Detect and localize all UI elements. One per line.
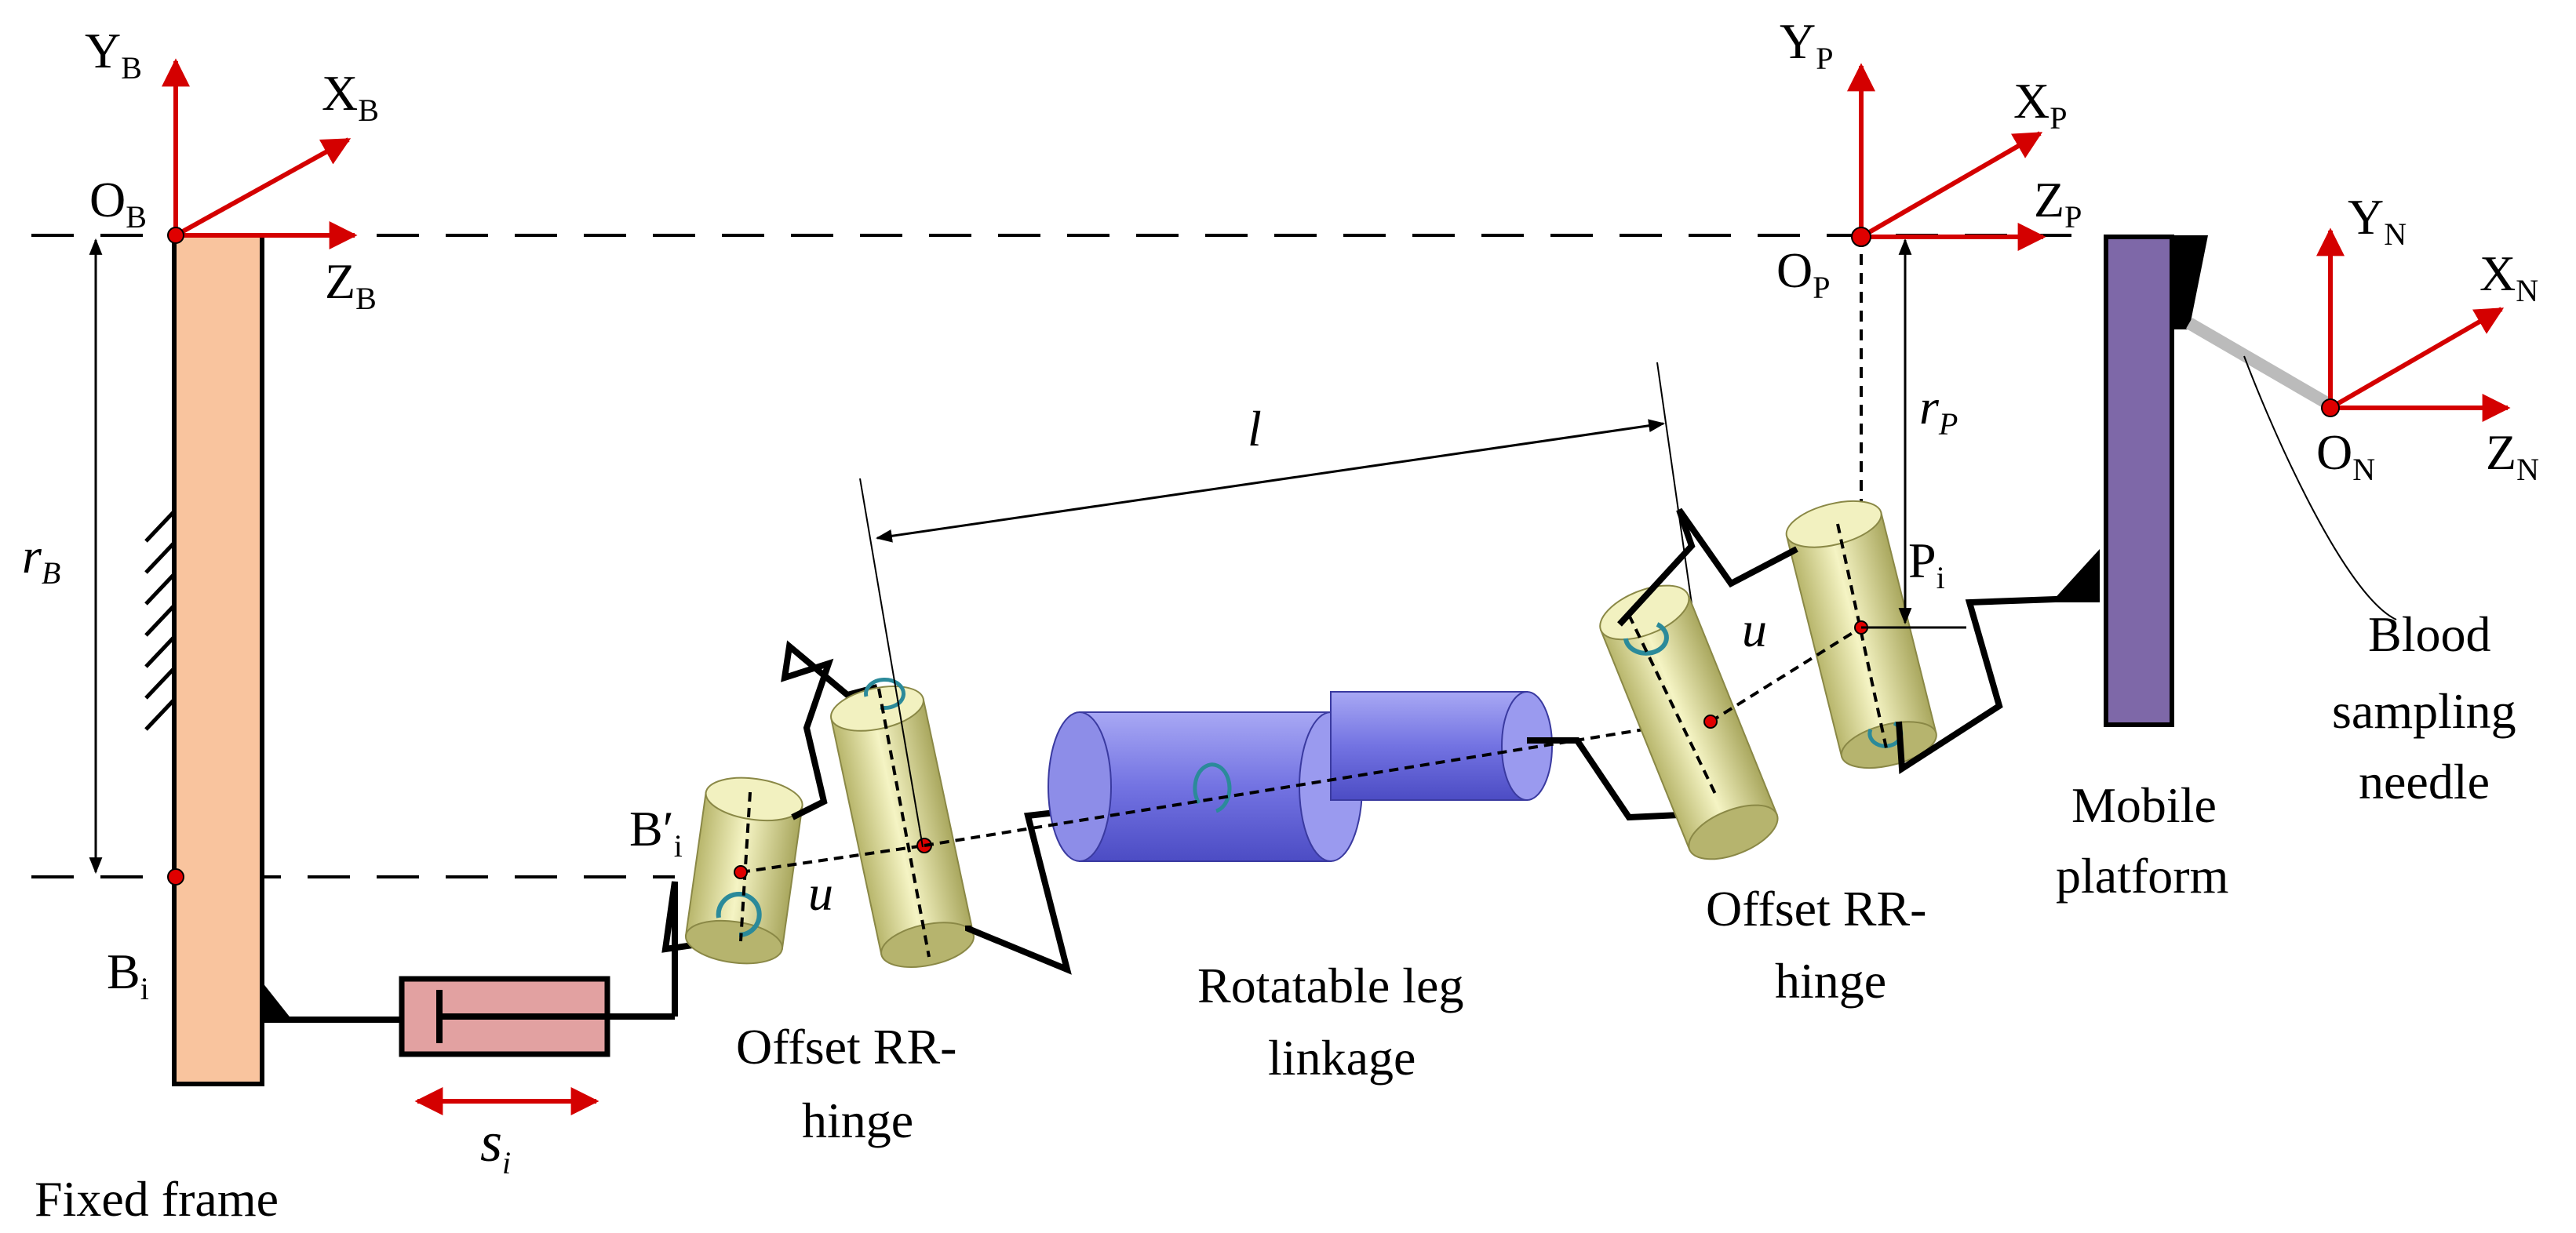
l-label: l xyxy=(1248,401,1262,456)
offset-rr-right-label-2: hinge xyxy=(1775,953,1886,1009)
rP-label: rP xyxy=(1919,379,1958,442)
rotation-arrow-icon xyxy=(1623,622,1669,656)
frame-P: YP XP OP ZP xyxy=(1776,13,2082,305)
rotation-arrow-icon xyxy=(716,892,762,937)
offset-rr-left-label-2: hinge xyxy=(802,1093,913,1148)
blood-label-2: sampling xyxy=(2332,683,2516,739)
left-hinge-point-1 xyxy=(734,865,748,879)
needle-shaft xyxy=(2185,318,2339,413)
ZN-label: ZN xyxy=(2486,424,2539,487)
blood-label-3: needle xyxy=(2359,754,2490,809)
right-hinge-point-1 xyxy=(1703,715,1718,729)
OB-label: OB xyxy=(89,172,147,235)
offset-rr-left-label-1: Offset RR- xyxy=(736,1019,956,1075)
hinge-axis-dashed xyxy=(739,791,752,942)
l-extension-left xyxy=(859,478,924,848)
mobile-platform-label-1: Mobile xyxy=(2071,777,2217,833)
Bi-point xyxy=(167,868,184,886)
hinge-link-zigzag-1 xyxy=(781,640,879,820)
YP-label: YP xyxy=(1780,13,1833,76)
XP-label: XP xyxy=(2013,73,2067,136)
u-right-label: u xyxy=(1742,602,1767,657)
needle-leader-line xyxy=(2243,355,2397,620)
rotatable-leg-large-cylinder xyxy=(1048,711,1363,862)
Bi-label: Bi xyxy=(107,944,149,1006)
rotation-arrow-icon xyxy=(1193,762,1232,813)
mobile-platform-bar xyxy=(2104,235,2174,727)
frame-bracket xyxy=(262,982,292,1020)
hinge-to-platform-link xyxy=(1896,595,2101,775)
mobile-platform-label-2: platform xyxy=(2056,848,2228,904)
XN-label: XN xyxy=(2479,246,2538,308)
ZB-label: ZB xyxy=(325,253,377,316)
OP-label: OP xyxy=(1776,242,1830,305)
blood-label-1: Blood xyxy=(2368,606,2490,662)
YB-label: YB xyxy=(85,23,142,85)
fixed-frame-label: Fixed frame xyxy=(35,1171,279,1227)
l-dimension xyxy=(875,419,1666,543)
XB-label: XB xyxy=(322,65,379,128)
fixed-frame-bar xyxy=(172,233,264,1086)
si-label: si xyxy=(480,1111,511,1180)
frame-N: YN XN ON ZN xyxy=(2316,189,2539,487)
offset-u-dashed-right xyxy=(1709,626,1863,723)
platform-bracket-upper xyxy=(2172,235,2208,329)
Pi-label: Pi xyxy=(1908,533,1945,595)
leg-axis-dashed xyxy=(924,717,1713,847)
frame-B: YB XB OB ZB xyxy=(85,23,379,316)
rotation-arrow-icon xyxy=(864,678,906,710)
platform-bracket-lower xyxy=(2051,549,2100,602)
hinge-to-leg-link xyxy=(965,806,1084,975)
hinge-link-zigzag-2 xyxy=(1617,507,1798,627)
ZP-label: ZP xyxy=(2034,172,2082,235)
YN-label: YN xyxy=(2348,189,2407,252)
hinge-axis-dashed xyxy=(1627,614,1717,795)
rB-label: rB xyxy=(22,528,60,591)
hinge-axis-dashed xyxy=(1836,523,1888,749)
u-left-label: u xyxy=(808,865,833,921)
Bi-prime-label: B′i xyxy=(629,801,683,864)
rotatable-leg-small-cylinder xyxy=(1330,691,1553,801)
hinge-axis-dashed xyxy=(877,688,931,958)
rotatable-leg-label-2: linkage xyxy=(1268,1030,1416,1086)
offset-rr-right-label-1: Offset RR- xyxy=(1706,881,1926,937)
rotatable-leg-label-1: Rotatable leg xyxy=(1197,958,1463,1013)
ground-hatching xyxy=(144,510,176,731)
ON-label: ON xyxy=(2316,424,2375,487)
